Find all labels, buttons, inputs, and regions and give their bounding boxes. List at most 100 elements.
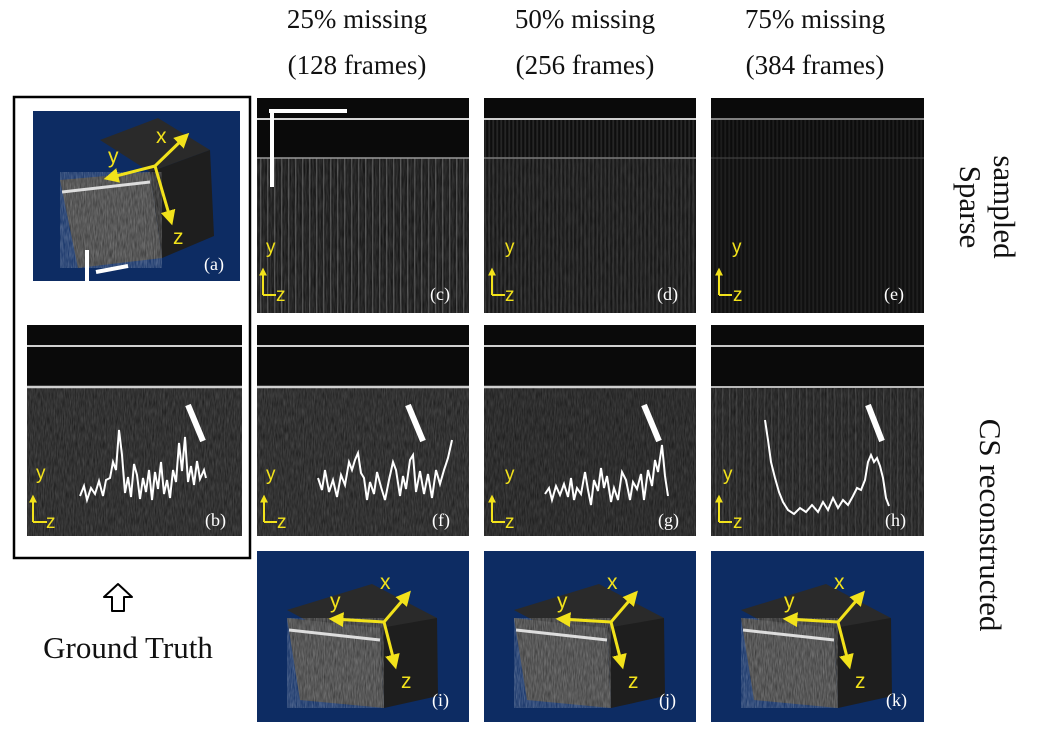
panel-a-scalebar-horizontal (95, 264, 129, 274)
panel-k-label: (k) (886, 690, 907, 711)
panel-a-y-label: y (108, 145, 119, 168)
panel-e-label: (e) (884, 284, 904, 305)
panel-k-z-axis (836, 621, 854, 670)
panel-g-texture (484, 386, 696, 536)
panel-c-y-label: y (266, 237, 276, 258)
panel-f-z-label: z (277, 512, 287, 533)
column-header-50-line1: 50% missing (515, 4, 655, 34)
panel-j-cube-side (607, 618, 665, 708)
panel-j: x y z (j) (484, 551, 696, 722)
panel-h-label: (h) (885, 510, 906, 531)
panel-e-stripes (711, 120, 924, 313)
panel-a-label: (a) (204, 254, 224, 275)
panel-k: x y z (k) (711, 551, 924, 722)
panel-f-y-label: y (266, 464, 276, 485)
panel-j-cube-texture (514, 618, 611, 708)
panel-a-z-label: z (173, 226, 184, 249)
column-header-50: 50% missing (256 frames) (515, 4, 655, 80)
panel-c-z-label: z (276, 285, 286, 306)
panel-j-x-axis (609, 590, 638, 623)
panel-c-texture (257, 158, 469, 313)
row-label-sparse-line2: sampled (987, 155, 1022, 259)
up-arrow-icon (103, 583, 133, 612)
panel-a-cube-front-texture (60, 172, 162, 268)
panel-b-y-label: y (36, 463, 46, 484)
panel-k-surface-line (742, 628, 835, 642)
panel-h-marker (865, 403, 885, 443)
panel-k-z-label: z (855, 670, 866, 693)
panel-f-marker (405, 403, 426, 443)
panel-e-z-label: z (733, 285, 743, 306)
panel-j-label: (j) (659, 690, 676, 711)
panel-b-z-label: z (46, 512, 56, 533)
panel-b-texture (27, 386, 242, 536)
panel-a-cube-top (100, 118, 210, 172)
column-header-25: 25% missing (128 frames) (287, 4, 427, 80)
panel-d-y-label: y (505, 237, 515, 258)
panel-i-cube-texture (287, 618, 384, 708)
panel-h-z-label: z (733, 512, 743, 533)
panel-g-label: (g) (658, 510, 679, 531)
panel-i-z-label: z (401, 670, 412, 693)
panel-b-label: (b) (205, 510, 226, 531)
panel-i-surface-line (288, 628, 381, 642)
panel-a: x y z (a) (33, 111, 240, 281)
panel-k-cube-side (834, 618, 892, 708)
row-label-sparse-line1: Sparse (953, 166, 988, 249)
panel-f-label: (f) (432, 510, 450, 531)
panel-k-x-axis (836, 590, 865, 623)
panel-h-y-label: y (723, 464, 733, 485)
panel-b-marker (185, 403, 206, 443)
panel-j-y-axis (555, 612, 612, 628)
panel-i-label: (i) (432, 690, 449, 711)
column-header-25-line2: (128 frames) (288, 50, 427, 80)
panel-e: y z (e) (711, 98, 924, 313)
panel-e-y-label: y (732, 237, 742, 258)
column-header-75-line2: (384 frames) (746, 50, 885, 80)
column-header-25-line1: 25% missing (287, 4, 427, 34)
panel-g-y-label: y (505, 464, 515, 485)
panel-f-profile (317, 439, 453, 501)
row-label-cs: CS reconstructed (973, 419, 1008, 632)
panel-g: y z (g) (484, 325, 696, 536)
panel-a-cube-side (150, 150, 214, 258)
column-header-50-line2: (256 frames) (516, 50, 655, 80)
panel-j-x-label: x (607, 571, 618, 594)
panel-j-surface-line (515, 628, 608, 642)
panel-i-y-axis (328, 612, 385, 628)
panel-i-y-label: y (330, 590, 341, 613)
panel-i-x-axis (382, 590, 411, 623)
panel-k-y-axis (782, 612, 839, 628)
row-label-sparse: Sparse sampled (953, 155, 1022, 259)
ground-truth-label: Ground Truth (43, 630, 213, 665)
panel-i-x-label: x (380, 571, 391, 594)
ground-truth-frame (12, 95, 252, 560)
panel-g-z-label: z (505, 512, 515, 533)
panel-i-cube-side (380, 618, 438, 708)
panel-j-z-label: z (628, 670, 639, 693)
panel-d: y z (d) (484, 98, 696, 313)
panel-h: y z (h) (711, 325, 924, 536)
panel-a-surface-line (61, 180, 151, 194)
panel-b: y z (b) (27, 325, 242, 536)
panel-g-profile (544, 444, 669, 506)
panel-d-label: (d) (657, 284, 678, 305)
panel-d-texture (484, 158, 696, 313)
panel-c-label: (c) (430, 284, 450, 305)
panel-k-y-label: y (784, 590, 795, 613)
panel-k-cube-texture (741, 618, 838, 708)
panel-a-y-axis (103, 164, 156, 183)
panel-a-x-axis (153, 132, 190, 168)
panel-d-z-label: z (505, 285, 515, 306)
panel-i: x y z (i) (257, 551, 469, 722)
panel-j-z-axis (609, 621, 627, 670)
panel-j-y-label: y (557, 590, 568, 613)
column-header-75-line1: 75% missing (745, 4, 885, 34)
panel-k-x-label: x (834, 571, 845, 594)
panel-h-profile (764, 419, 890, 516)
panel-g-marker (641, 403, 662, 443)
panel-f-texture (257, 386, 469, 536)
column-header-75: 75% missing (384 frames) (745, 4, 885, 80)
panel-c: y z (c) (257, 98, 469, 313)
